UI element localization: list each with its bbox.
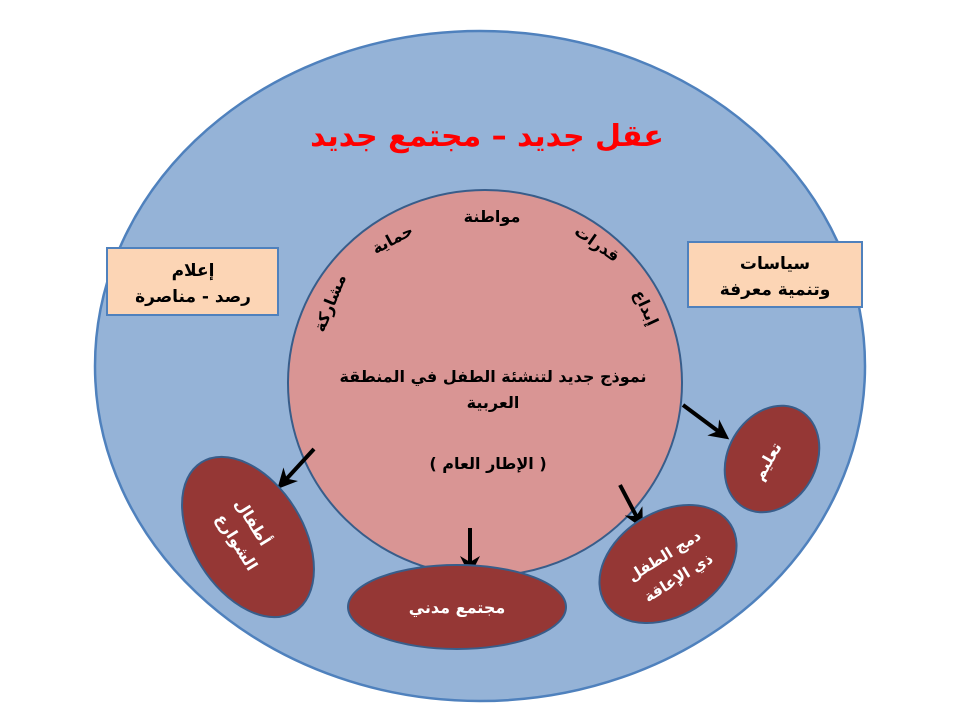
box-media-line1: إعلام bbox=[172, 261, 215, 281]
center-subtitle: ( الإطار العام ) bbox=[429, 454, 546, 473]
arrow-disability bbox=[618, 484, 643, 529]
center-title-line1: نموذج جديد لتنشئة الطفل في المنطقة bbox=[339, 367, 646, 387]
box-policies-line1: سياسات bbox=[740, 254, 810, 274]
box-media-line2: رصد - مناصرة bbox=[135, 287, 251, 307]
outcome-civil-society: مجتمع مدني bbox=[347, 564, 567, 650]
box-media: إعلام رصد - مناصرة bbox=[106, 247, 279, 316]
diagram-title: عقل جديد – مجتمع جديد bbox=[310, 119, 664, 154]
label-citizenship: مواطنة bbox=[464, 207, 521, 226]
center-title-line2: العربية bbox=[467, 393, 520, 412]
outcome-civil-society-label: مجتمع مدني bbox=[409, 598, 506, 618]
outcome-street-children: أطفال الشوارع bbox=[181, 455, 315, 619]
arrow-street-children bbox=[277, 447, 316, 489]
box-policies-line2: وتنمية معرفة bbox=[720, 280, 831, 300]
outcome-education: تعليم bbox=[723, 404, 821, 514]
arrow-education bbox=[681, 403, 730, 440]
outcome-disability: دمج الطفل ذي الإعاقة bbox=[598, 503, 738, 625]
box-policies: سياسات وتنمية معرفة bbox=[687, 241, 863, 308]
